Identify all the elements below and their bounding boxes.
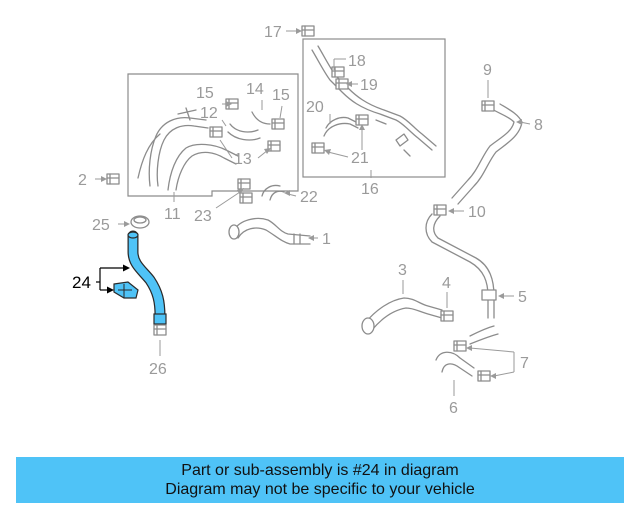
part-22-hose bbox=[261, 184, 285, 201]
banner-line-2: Diagram may not be specific to your vehi… bbox=[165, 481, 475, 498]
part-4-clamp bbox=[440, 310, 454, 322]
callout-3: 3 bbox=[398, 262, 407, 279]
callout-9: 9 bbox=[483, 62, 492, 79]
callout-24-bracket bbox=[96, 264, 130, 294]
callout-22: 22 bbox=[300, 189, 318, 206]
part-7-clamp-b bbox=[477, 370, 491, 382]
part-23-clamp-a bbox=[237, 178, 251, 190]
callout-24: 24 bbox=[72, 273, 91, 292]
part-10-clamp bbox=[433, 204, 447, 216]
callout-19: 19 bbox=[360, 77, 378, 94]
part-24-clip-highlighted bbox=[113, 281, 139, 299]
callout-25: 25 bbox=[92, 217, 110, 234]
callout-18: 18 bbox=[348, 53, 366, 70]
callout-14: 14 bbox=[246, 81, 264, 98]
part-25-cap bbox=[130, 215, 150, 229]
part-1-hose bbox=[228, 217, 311, 245]
part-14-hose bbox=[251, 111, 271, 125]
part-16-hose-assembly bbox=[311, 45, 437, 157]
callout-2: 2 bbox=[78, 172, 87, 189]
part-21-clamp-b bbox=[355, 114, 369, 126]
part-21-clamp-a bbox=[311, 142, 325, 154]
callout-7: 7 bbox=[520, 355, 529, 372]
callout-15-left: 15 bbox=[196, 85, 214, 102]
part-8-hose bbox=[451, 103, 523, 205]
callout-5: 5 bbox=[518, 289, 527, 306]
callout-21: 21 bbox=[351, 150, 369, 167]
leader-lines bbox=[95, 58, 531, 396]
callout-26: 26 bbox=[149, 361, 167, 378]
part-7-clamp-a bbox=[453, 340, 467, 352]
parts-diagram: 17 18 19 20 21 16 15 14 15 12 13 11 23 2… bbox=[72, 24, 543, 417]
callout-23: 23 bbox=[194, 208, 212, 225]
part-24-hose-highlighted bbox=[127, 230, 167, 325]
part-3-hose bbox=[361, 297, 443, 335]
callout-1: 1 bbox=[322, 231, 331, 248]
banner-line-1: Part or sub-assembly is #24 in diagram bbox=[181, 462, 459, 479]
group-box-16 bbox=[302, 38, 446, 178]
group-box-11 bbox=[127, 73, 299, 197]
part-13-clamp-b bbox=[209, 126, 223, 138]
part-15-clamp-b bbox=[271, 118, 285, 130]
part-20-hose bbox=[323, 116, 359, 137]
part-5-pipe bbox=[425, 213, 499, 345]
part-24-fill bbox=[128, 231, 165, 321]
part-6-hose bbox=[435, 351, 475, 377]
part-12-hose bbox=[227, 123, 261, 141]
callout-6: 6 bbox=[449, 400, 458, 417]
callout-11: 11 bbox=[164, 206, 181, 223]
callout-8: 8 bbox=[534, 117, 543, 134]
part-23-clamp-b bbox=[239, 192, 253, 204]
info-banner: Part or sub-assembly is #24 in diagram D… bbox=[16, 457, 624, 503]
callout-17: 17 bbox=[264, 24, 282, 41]
callout-16: 16 bbox=[361, 181, 379, 198]
part-2-clamp bbox=[106, 173, 120, 185]
callout-4: 4 bbox=[442, 275, 451, 292]
callout-12: 12 bbox=[200, 105, 218, 122]
callout-13: 13 bbox=[234, 151, 252, 168]
callout-15-right: 15 bbox=[272, 87, 290, 104]
callout-20: 20 bbox=[306, 99, 324, 116]
part-26-clamp bbox=[153, 324, 167, 336]
callout-10: 10 bbox=[468, 204, 486, 221]
part-11-hose-assembly bbox=[137, 107, 239, 191]
part-17-clip bbox=[301, 25, 315, 37]
part-9-clamp bbox=[481, 100, 495, 112]
